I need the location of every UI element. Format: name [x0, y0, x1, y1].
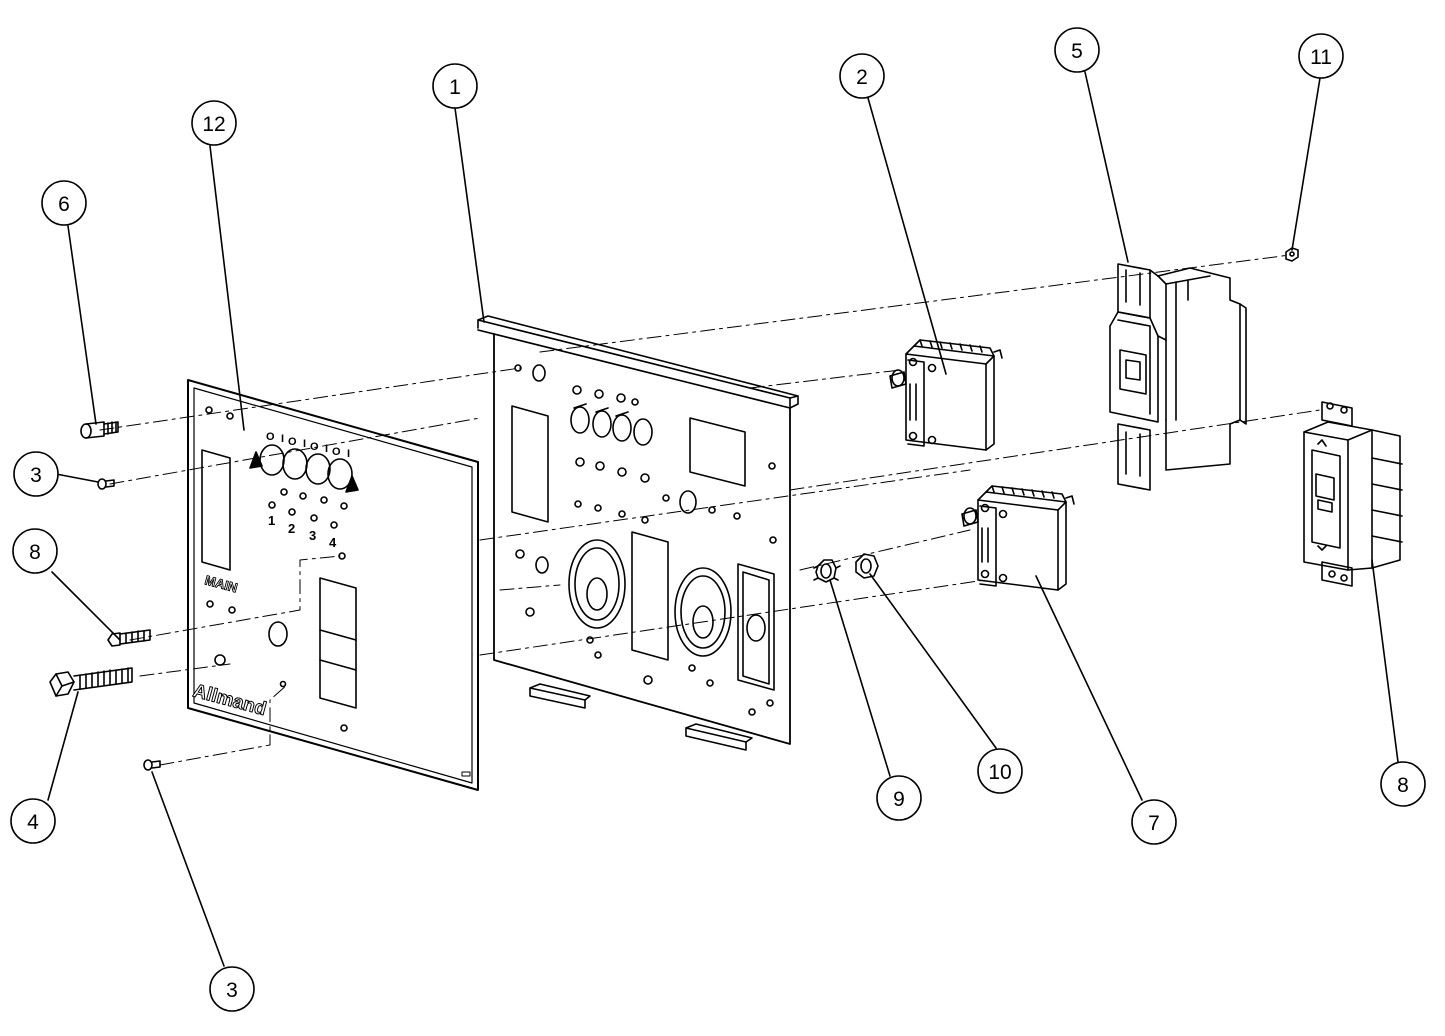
callout-circle-8b — [1380, 761, 1426, 807]
switch-mark: I — [347, 448, 350, 460]
callout-circle-8a — [12, 528, 58, 574]
screw-3-lower — [143, 759, 161, 771]
callout-label-8a: 8 — [29, 541, 41, 564]
gfci-receptacle — [1303, 401, 1403, 587]
switch-mark: I — [303, 438, 306, 450]
callout-circle-12 — [191, 100, 237, 146]
callout-label-2: 2 — [856, 66, 868, 89]
callout-circle-3b — [209, 966, 255, 1012]
hex-bolt — [49, 667, 133, 697]
circuit-breaker-upper — [889, 339, 1003, 451]
assembly-lines — [99, 254, 1321, 766]
callout-labels: 1 2 3 3 4 5 6 7 8 8 9 10 11 12 — [27, 40, 1409, 1002]
callout-label-3a: 3 — [30, 464, 42, 487]
callout-label-5: 5 — [1071, 40, 1083, 63]
callout-circle-1 — [432, 63, 478, 109]
callout-circle-10 — [977, 748, 1023, 794]
switch-mark: I — [281, 433, 284, 445]
breaker-number-4: 4 — [329, 535, 337, 550]
callout-label-3b: 3 — [226, 979, 238, 1002]
circuit-breaker-lower — [961, 485, 1075, 591]
screw-8 — [107, 629, 151, 647]
callout-label-10: 10 — [988, 761, 1011, 784]
hex-nut — [855, 553, 879, 579]
callout-circle-4 — [10, 798, 56, 844]
callout-circle-5 — [1054, 27, 1100, 73]
screw-3-upper — [97, 478, 115, 490]
callout-circle-3a — [13, 451, 59, 497]
switch-mark: O — [288, 436, 297, 448]
callout-circle-2 — [839, 53, 885, 99]
switch-mark: O — [310, 441, 319, 453]
callout-label-6: 6 — [58, 193, 70, 216]
callout-balloons — [10, 27, 1426, 1012]
screw-6 — [80, 421, 119, 439]
lock-washer — [813, 559, 841, 583]
transfer-switch — [1109, 263, 1247, 491]
allmand-logo: Allmand — [191, 681, 269, 721]
leader-lines — [47, 71, 1399, 967]
switch-mark: O — [332, 446, 341, 458]
main-label: MAIN — [203, 572, 239, 595]
callout-label-1: 1 — [449, 76, 461, 99]
callout-circle-9 — [876, 775, 922, 821]
switch-mark: I — [325, 443, 328, 455]
callout-label-7: 7 — [1148, 812, 1160, 835]
faceplate-decal — [187, 379, 479, 791]
breaker-number-3: 3 — [309, 528, 316, 543]
callout-circle-7 — [1131, 799, 1177, 845]
callout-label-8b: 8 — [1397, 774, 1409, 797]
callout-label-9: 9 — [893, 788, 905, 811]
callout-label-12: 12 — [202, 113, 225, 136]
breaker-number-1: 1 — [268, 513, 275, 528]
switch-mark: O — [266, 431, 275, 443]
control-panel — [477, 315, 799, 751]
callout-label-4: 4 — [27, 811, 39, 834]
callout-label-11: 11 — [1310, 46, 1332, 69]
callout-circle-11 — [1298, 33, 1344, 79]
callout-circle-6 — [41, 180, 87, 226]
breaker-number-2: 2 — [288, 521, 295, 536]
